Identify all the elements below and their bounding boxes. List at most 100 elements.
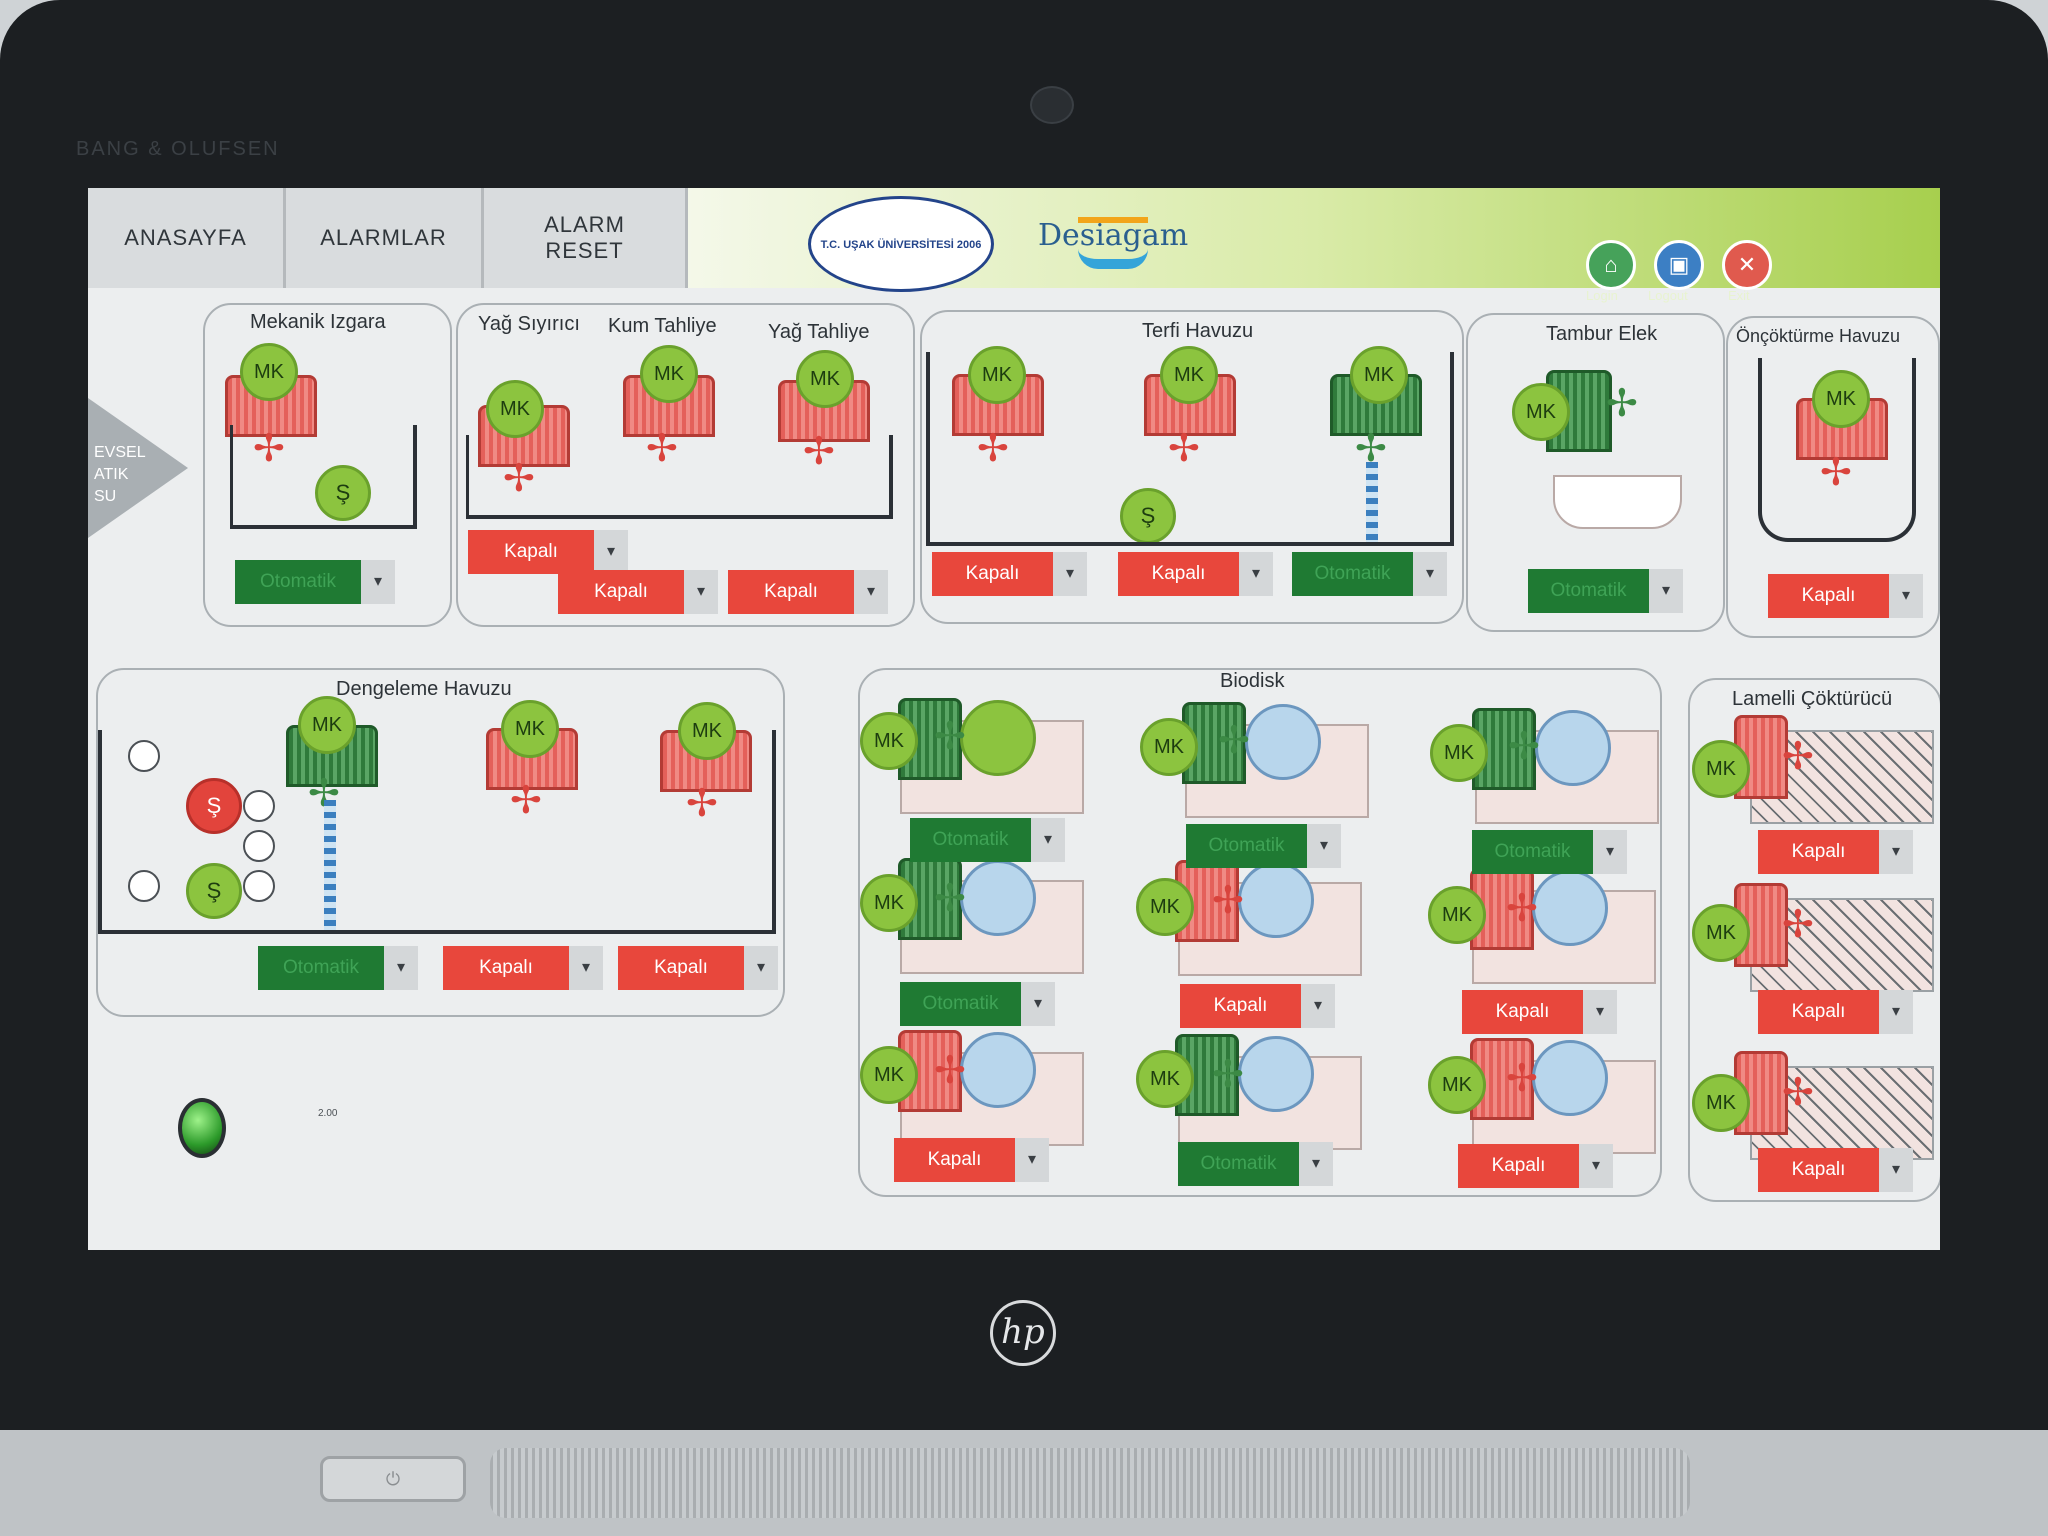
power-button[interactable]: ⏻	[320, 1456, 466, 1502]
fan-icon: ✢	[1355, 428, 1387, 470]
tank	[466, 435, 893, 519]
mk-indicator[interactable]: MK	[1812, 370, 1870, 428]
mode-value: Otomatik	[910, 818, 1031, 862]
biodisk-drum	[960, 1032, 1036, 1108]
biodisk-drum	[1532, 1040, 1608, 1116]
mode-select[interactable]: Otomatik▾	[235, 560, 395, 604]
level-switch-alarm[interactable]: Ş	[186, 778, 242, 834]
mode-select[interactable]: Kapalı▾	[1758, 1148, 1913, 1192]
mode-select[interactable]: Otomatik▾	[900, 982, 1055, 1026]
mk-indicator[interactable]: MK	[486, 380, 544, 438]
mk-indicator[interactable]: MK	[1136, 878, 1194, 936]
fan-icon: ✢	[1782, 736, 1814, 778]
mode-select[interactable]: Kapalı▾	[443, 946, 603, 990]
panel-mekanik-izgara: Mekanik Izgara MK ✢ Ş Otomatik▾	[203, 303, 452, 627]
mk-indicator[interactable]: MK	[860, 1046, 918, 1104]
mk-indicator[interactable]: MK	[1428, 886, 1486, 944]
pump-shaft	[324, 800, 336, 930]
level-switch[interactable]: Ş	[186, 863, 242, 919]
panel-title: Biodisk	[1220, 670, 1285, 692]
mk-indicator[interactable]: MK	[1428, 1056, 1486, 1114]
mk-indicator[interactable]: MK	[240, 343, 298, 401]
mk-indicator[interactable]: MK	[860, 712, 918, 770]
chevron-down-icon: ▾	[1413, 552, 1447, 596]
mode-select[interactable]: Otomatik▾	[1186, 824, 1341, 868]
mode-select[interactable]: Kapalı▾	[728, 570, 888, 614]
mode-select[interactable]: Kapalı▾	[1758, 990, 1913, 1034]
mode-select[interactable]: Kapalı▾	[1768, 574, 1923, 618]
mk-indicator[interactable]: MK	[1430, 724, 1488, 782]
mk-indicator[interactable]: MK	[796, 350, 854, 408]
mode-select[interactable]: Kapalı▾	[1458, 1144, 1613, 1188]
mk-indicator[interactable]: MK	[1136, 1050, 1194, 1108]
mk-indicator[interactable]: MK	[1692, 740, 1750, 798]
panel-yag-kum: Yağ Sıyırıcı Kum Tahliye Yağ Tahliye MK …	[456, 303, 915, 627]
fan-icon: ✢	[934, 716, 966, 758]
mode-value: Kapalı	[1758, 1148, 1879, 1192]
mode-value: Otomatik	[1186, 824, 1307, 868]
mode-select[interactable]: Otomatik▾	[1178, 1142, 1333, 1186]
mk-indicator[interactable]: MK	[501, 700, 559, 758]
chevron-down-icon: ▾	[1307, 824, 1341, 868]
panel-title: Lamelli Çöktürücü	[1732, 688, 1893, 710]
mk-indicator[interactable]: MK	[1512, 383, 1570, 441]
laptop-brand: BANG & OLUFSEN	[76, 138, 280, 160]
mode-select[interactable]: Otomatik▾	[1528, 569, 1683, 613]
nav-alarms-button[interactable]: ALARMLAR	[286, 188, 484, 288]
motor[interactable]	[1472, 708, 1536, 790]
fan-icon: ✢	[934, 878, 966, 920]
lock-icon[interactable]: ▣	[1654, 240, 1704, 290]
fan-icon: ✢	[646, 428, 678, 470]
mode-value: Otomatik	[1528, 569, 1649, 613]
biodisk-drum	[1238, 862, 1314, 938]
mode-select[interactable]: Kapalı▾	[1180, 984, 1335, 1028]
mk-indicator[interactable]: MK	[860, 874, 918, 932]
mk-indicator[interactable]: MK	[968, 346, 1026, 404]
level-switch[interactable]: Ş	[315, 465, 371, 521]
chevron-down-icon: ▾	[684, 570, 718, 614]
mk-indicator[interactable]: MK	[1692, 904, 1750, 962]
fan-icon: ✢	[686, 783, 718, 825]
chevron-down-icon: ▾	[854, 570, 888, 614]
mode-value: Kapalı	[1118, 552, 1239, 596]
book-icon	[1078, 217, 1148, 269]
mode-select[interactable]: Kapalı▾	[1118, 552, 1273, 596]
close-icon[interactable]: ✕	[1722, 240, 1772, 290]
mode-select[interactable]: Kapalı▾	[558, 570, 718, 614]
mode-select[interactable]: Kapalı▾	[894, 1138, 1049, 1182]
mode-value: Kapalı	[1180, 984, 1301, 1028]
mode-value: Kapalı	[932, 552, 1053, 596]
mode-value: Kapalı	[1462, 990, 1583, 1034]
mode-value: Kapalı	[558, 570, 684, 614]
mk-indicator[interactable]: MK	[1692, 1074, 1750, 1132]
nav-home-button[interactable]: ANASAYFA	[88, 188, 286, 288]
mode-select[interactable]: Otomatik▾	[910, 818, 1065, 862]
mode-select[interactable]: Kapalı▾	[932, 552, 1087, 596]
chevron-down-icon: ▾	[1301, 984, 1335, 1028]
mk-indicator[interactable]: MK	[1160, 346, 1218, 404]
mode-value: Otomatik	[235, 560, 361, 604]
mode-select[interactable]: Kapalı▾	[618, 946, 778, 990]
fan-icon: ✢	[1212, 880, 1244, 922]
mode-select[interactable]: Otomatik▾	[1472, 830, 1627, 874]
mode-value: Otomatik	[1178, 1142, 1299, 1186]
mk-indicator[interactable]: MK	[1350, 346, 1408, 404]
mk-indicator[interactable]: MK	[298, 696, 356, 754]
chevron-down-icon: ▾	[1015, 1138, 1049, 1182]
mode-select[interactable]: Kapalı▾	[468, 530, 628, 574]
level-switch[interactable]: Ş	[1120, 488, 1176, 544]
mode-select[interactable]: Kapalı▾	[1758, 830, 1913, 874]
nav-alarm-reset-button[interactable]: ALARM RESET	[484, 188, 688, 288]
panel-title: Önçöktürme Havuzu	[1736, 326, 1901, 346]
panel-title: Mekanik Izgara	[250, 311, 386, 333]
mk-indicator[interactable]: MK	[640, 345, 698, 403]
mk-indicator[interactable]: MK	[1140, 718, 1198, 776]
mode-select[interactable]: Kapalı▾	[1462, 990, 1617, 1034]
mk-indicator[interactable]: MK	[678, 702, 736, 760]
lock-open-icon[interactable]: ⌂	[1586, 240, 1636, 290]
motor[interactable]	[1796, 398, 1888, 460]
mode-value: Kapalı	[443, 946, 569, 990]
mode-select[interactable]: Otomatik▾	[1292, 552, 1447, 596]
mode-select[interactable]: Otomatik▾	[258, 946, 418, 990]
motor[interactable]	[1182, 702, 1246, 784]
